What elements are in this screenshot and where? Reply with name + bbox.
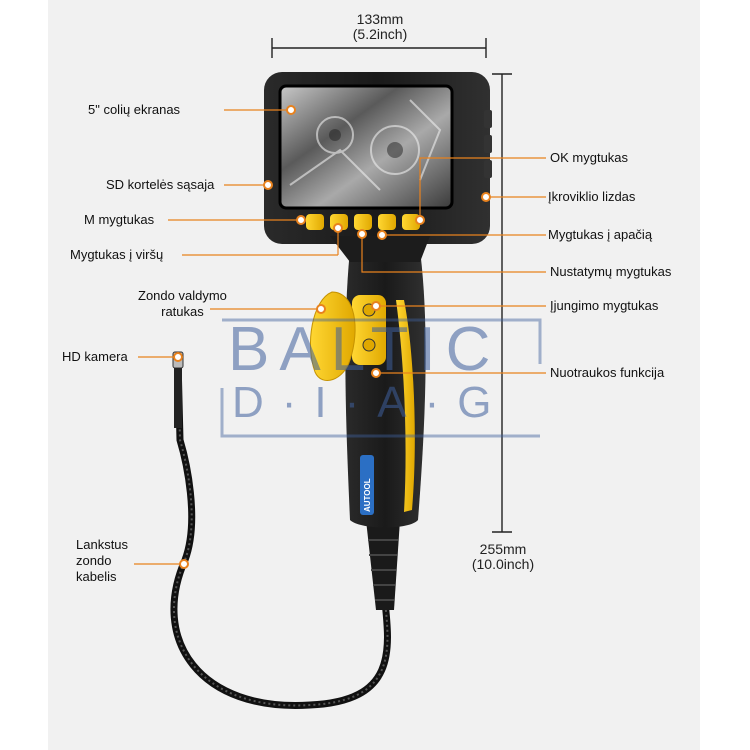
strain-relief — [366, 520, 400, 610]
length-dimension-line — [492, 73, 512, 533]
brand-strip — [360, 455, 374, 515]
label-cable-line2: zondo — [76, 553, 112, 568]
width-inch: (5.2inch) — [352, 26, 408, 42]
label-up-button: Mygtukas į viršų — [70, 247, 164, 262]
label-hd-camera: HD kamera — [62, 349, 128, 364]
label-m-button: M mygtukas — [84, 212, 155, 227]
watermark-line2: D·I·A·G — [232, 378, 510, 427]
length-dimension-text: 255mm (10.0inch) — [448, 542, 558, 572]
label-down-button: Mygtukas į apačią — [548, 227, 653, 242]
label-cable-line1: Lankstus — [76, 537, 129, 552]
side-button-panel — [352, 295, 386, 365]
leader-lines — [134, 109, 546, 565]
photo-button[interactable] — [362, 338, 376, 352]
down-button[interactable] — [378, 214, 396, 230]
label-cable: Lankstus zondo kabelis — [76, 537, 128, 585]
watermark-line1: BALTIC — [228, 315, 501, 384]
m-button[interactable] — [306, 214, 324, 230]
length-mm: 255mm — [479, 541, 527, 557]
label-charger-port: Įkroviklio lizdas — [548, 189, 636, 204]
brand-text: AUTOOL — [363, 478, 372, 512]
label-probe-wheel-line1: Zondo valdymo — [138, 288, 227, 303]
width-mm: 133mm — [356, 11, 404, 27]
length-inch: (10.0inch) — [471, 556, 535, 572]
label-sd-slot: SD kortelės sąsaja — [106, 177, 215, 192]
label-photo-function: Nuotraukos funkcija — [550, 365, 665, 380]
label-cable-line3: kabelis — [76, 569, 117, 584]
label-probe-wheel-line2: ratukas — [161, 304, 204, 319]
label-screen: 5" colių ekranas — [88, 102, 181, 117]
label-probe-wheel: Zondo valdymo ratukas — [138, 288, 227, 320]
width-dimension-text: 133mm (5.2inch) — [320, 12, 440, 42]
leader-dots — [173, 105, 491, 569]
front-button-row — [306, 214, 420, 230]
label-ok-button: OK mygtukas — [550, 150, 629, 165]
display-screen — [278, 84, 454, 210]
label-power-button: Įjungimo mygtukas — [550, 298, 659, 313]
watermark-frame — [220, 318, 542, 438]
label-settings-button: Nustatymų mygtukas — [550, 264, 672, 279]
width-dimension-line — [271, 38, 487, 58]
settings-button[interactable] — [354, 214, 372, 230]
probe-control-wheel[interactable] — [309, 291, 356, 382]
